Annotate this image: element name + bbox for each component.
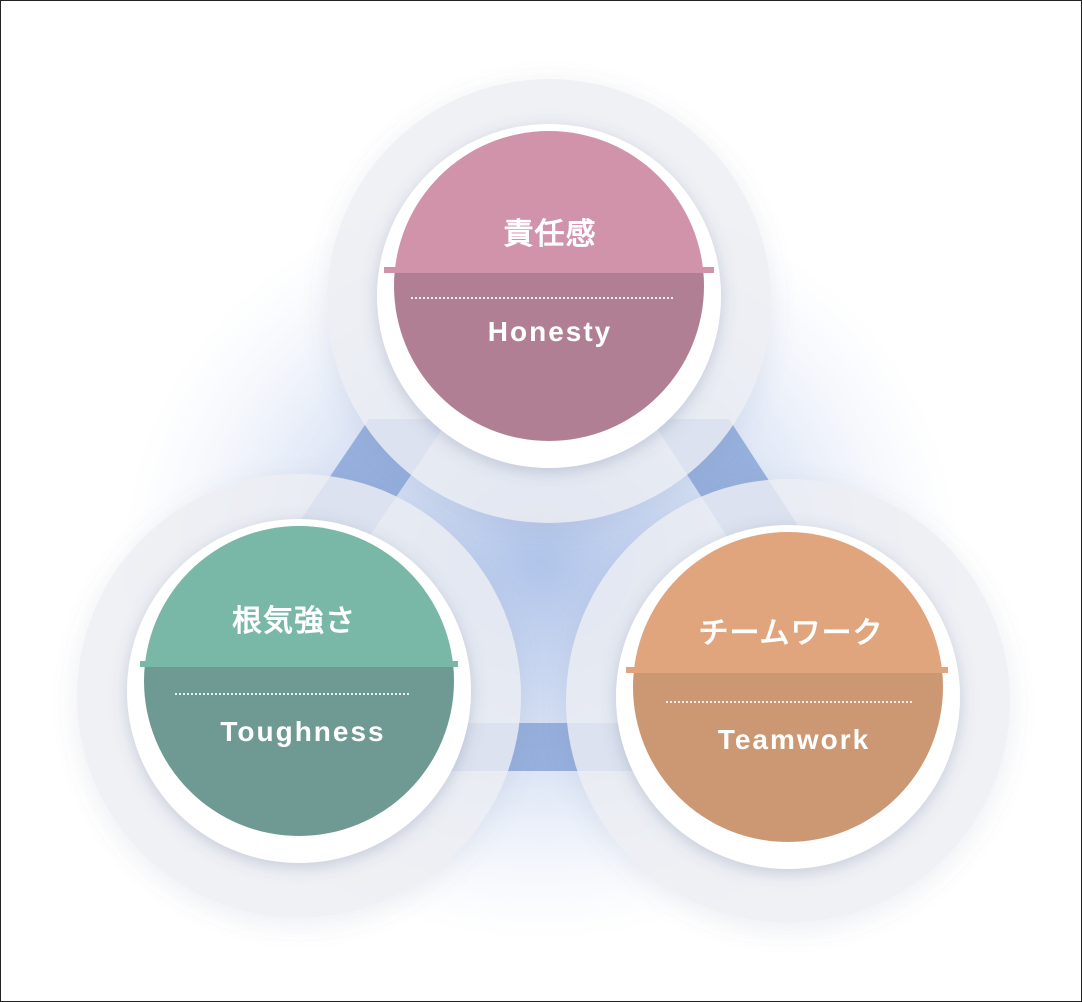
node-teamwork-divider [666, 701, 912, 703]
node-honesty-en-label: Honesty [487, 316, 613, 347]
node-toughness-band [140, 661, 458, 667]
node-toughness-en-label: Toughness [220, 716, 386, 747]
node-teamwork-jp-label: チームワーク [698, 616, 884, 651]
node-teamwork-band [626, 667, 948, 673]
node-honesty-jp-label: 責任感 [503, 217, 597, 252]
node-teamwork-en-label: Teamwork [717, 724, 871, 755]
node-honesty-band [384, 267, 714, 273]
node-honesty-divider [411, 297, 673, 299]
node-toughness-jp-label: 根気強さ [232, 604, 356, 639]
node-toughness-divider [175, 693, 409, 695]
